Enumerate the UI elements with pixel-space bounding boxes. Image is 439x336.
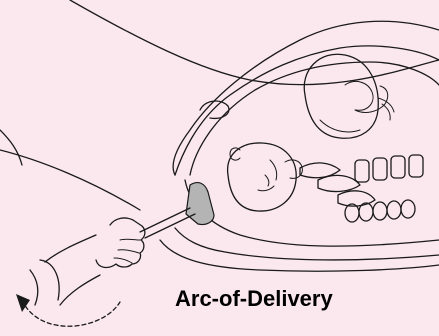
operator-sleeve (45, 235, 100, 305)
diagram-caption: Arc-of-Delivery (175, 286, 425, 312)
fetus-limb-upper-3 (320, 120, 360, 132)
spine-vertebrae (300, 155, 423, 206)
curved-dashed-arrow-icon (22, 300, 120, 326)
vacuum-cup (186, 183, 214, 225)
pelvis (345, 200, 415, 222)
mother-back-outline (70, 0, 439, 85)
fetus-limb-upper-1 (345, 81, 373, 110)
thigh-outline (0, 150, 140, 210)
fetal-head (228, 143, 297, 211)
uterine-pocket (200, 101, 229, 118)
operator-fingers (114, 239, 140, 263)
fetal-ear (230, 148, 240, 160)
fetal-face (258, 160, 277, 191)
operator-hand (96, 218, 145, 268)
leg-outline (0, 130, 22, 165)
fetus-foot-upper (378, 98, 394, 120)
operator-cuff (30, 260, 59, 305)
uterine-wall-inner (190, 62, 439, 175)
